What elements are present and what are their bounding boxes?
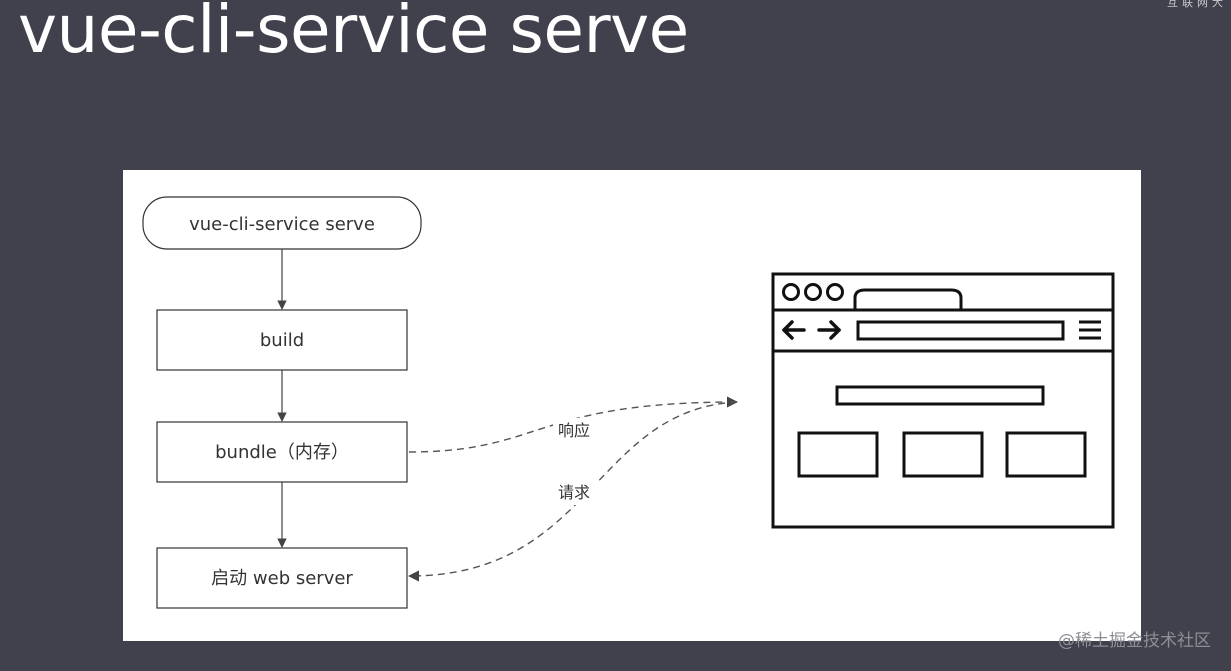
browser-window-icon [771,272,1115,529]
arrow-left-icon [782,320,806,340]
flow-diagram: vue-cli-service serve build bundle（内存） 启… [142,196,1115,609]
request-edge [407,401,738,582]
watermark: @稀土掘金技术社区 [1058,631,1211,651]
hamburger-menu-icon [1079,320,1101,340]
server-node-label: 启动 web server [211,568,353,589]
server-node [156,547,408,609]
build-node-label: build [260,330,304,351]
bundle-node-label: bundle（内存） [215,442,349,463]
request-label: 请求 [558,483,590,502]
bundle-node [156,421,408,483]
corner-text: 互联网大 [1167,0,1227,9]
response-label-bg [553,418,597,442]
build-node [156,309,408,371]
request-label-bg [553,481,597,505]
response-label: 响应 [558,421,590,440]
arrow-right-icon [817,320,841,340]
diagram-panel: vue-cli-service serve build bundle（内存） 启… [123,170,1141,641]
slide-title: vue-cli-service serve [18,0,689,68]
start-node-label: vue-cli-service serve [189,214,375,235]
